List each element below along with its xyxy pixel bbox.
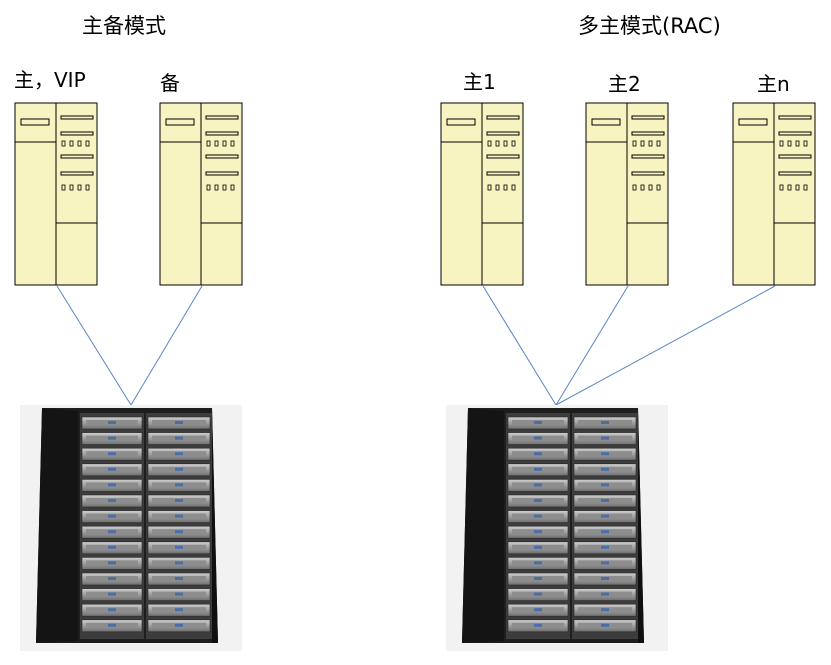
server-group xyxy=(14,102,816,286)
link-standby-to-storage xyxy=(130,285,203,406)
link-primary-2-to-rac-storage xyxy=(555,285,629,406)
left-section-title: 主备模式 xyxy=(82,14,166,38)
server-primary-vip-icon xyxy=(14,102,98,286)
server-primary-1-icon xyxy=(440,102,524,286)
storage-rack-rac-icon xyxy=(446,405,668,651)
server-primary-2-icon xyxy=(585,102,669,286)
storage-group xyxy=(20,405,668,651)
server-label-primary-vip: 主，VIP xyxy=(14,68,86,92)
connection-lines xyxy=(56,285,776,406)
server-standby-icon xyxy=(159,102,243,286)
server-primary-n-icon xyxy=(732,102,816,286)
link-primary-vip-to-storage xyxy=(56,285,132,406)
server-label-standby: 备 xyxy=(160,71,180,95)
server-label-primary-n: 主n xyxy=(757,72,790,96)
server-label-primary-1: 主1 xyxy=(463,70,496,94)
right-section-title: 多主模式(RAC) xyxy=(578,14,721,38)
storage-rack-primary-standby-icon xyxy=(20,405,242,651)
link-primary-n-to-rac-storage xyxy=(555,285,776,406)
link-primary-1-to-rac-storage xyxy=(482,285,557,406)
server-label-primary-2: 主2 xyxy=(608,72,641,96)
